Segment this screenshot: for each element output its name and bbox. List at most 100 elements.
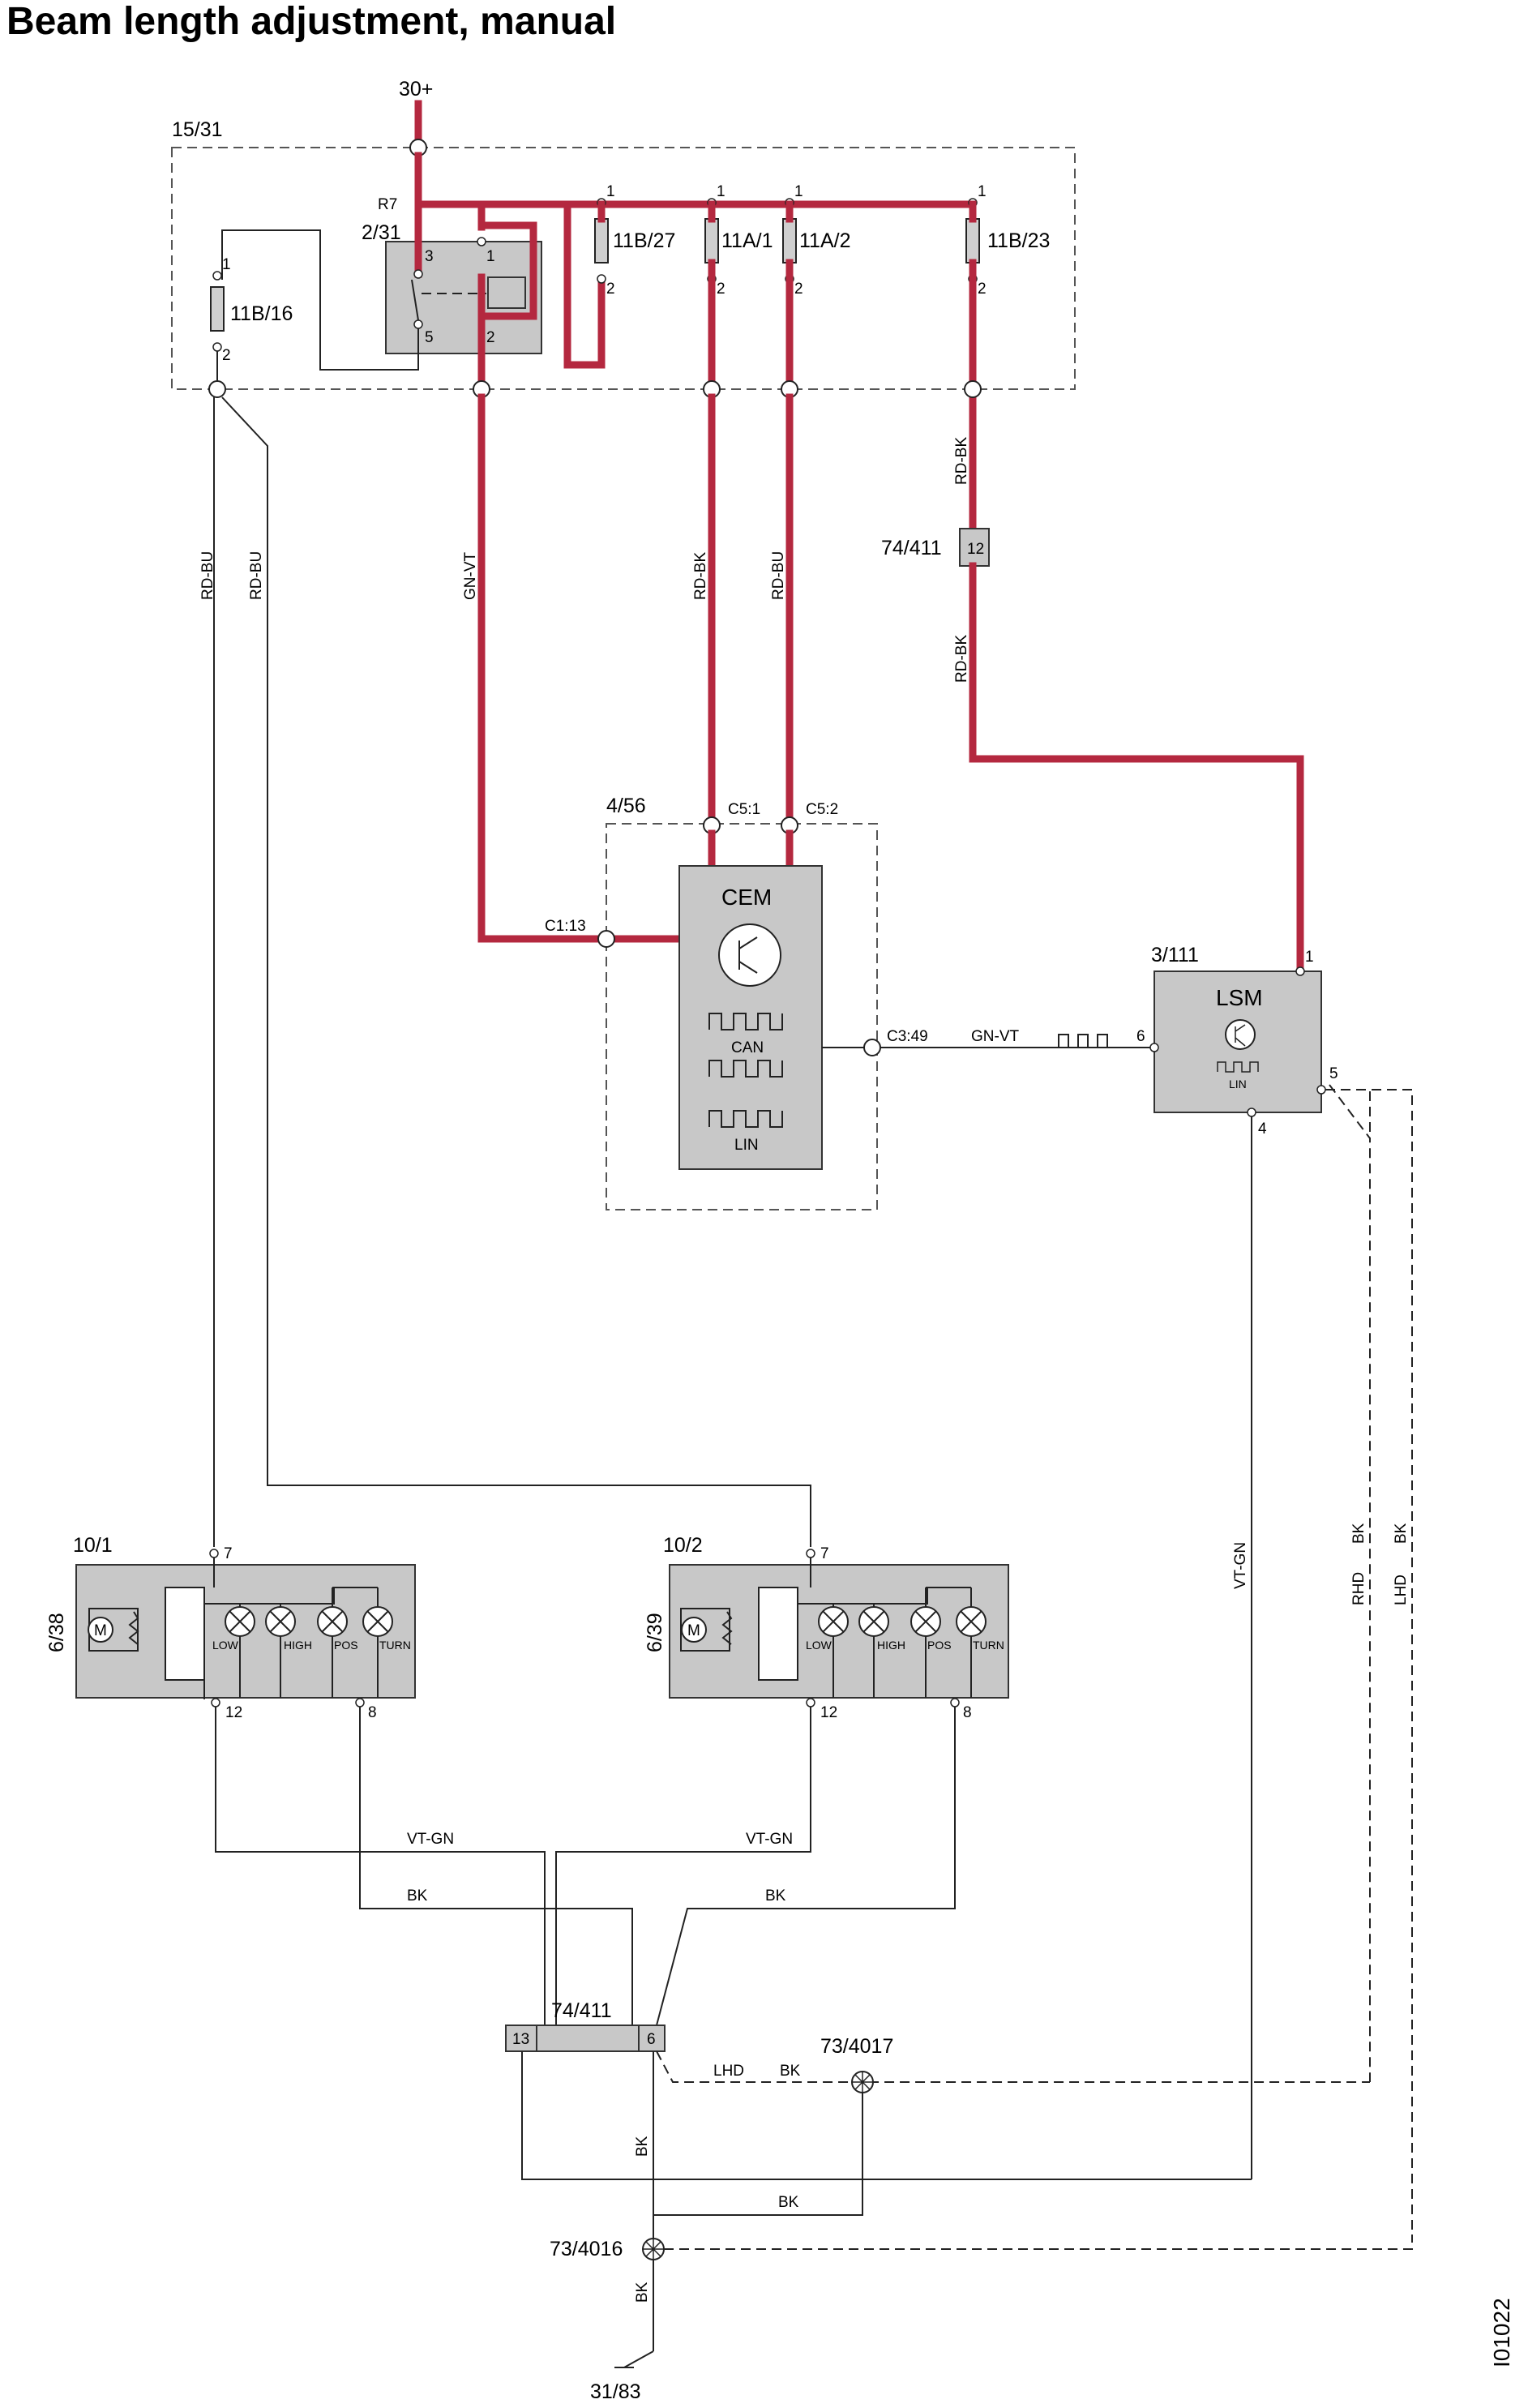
cem-lin-label: LIN: [734, 1137, 759, 1154]
relay-pin-1: [477, 237, 486, 246]
fuse-11a2-label: 11A/2: [799, 229, 850, 252]
wire-label-bk-splice: BK: [778, 2194, 799, 2211]
headlamp-left-pin-8-label: 8: [368, 1704, 377, 1721]
loop-11b27: [563, 200, 606, 369]
headlamp-right-bus: [798, 1587, 928, 1605]
headlamp-right-pin-7: [806, 1549, 815, 1558]
lamp-low-label: LOW: [212, 1639, 239, 1652]
cem-module: [678, 865, 823, 1170]
relay-pin-5-label: 5: [425, 329, 434, 346]
headlamp-left-pin-7-label: 7: [224, 1545, 233, 1562]
lsm-pin-5-label: 5: [1329, 1065, 1338, 1082]
cem-pin-c5-1-label: C5:1: [728, 801, 760, 818]
headlamp-left-module: [165, 1587, 205, 1681]
resistor-label: R7: [378, 196, 397, 213]
cem-pin-c5-2-label: C5:2: [806, 801, 838, 818]
lamp-cross: [960, 1610, 982, 1633]
headlamp-right-pin-8: [950, 1698, 960, 1707]
wire-label-bk-mid: BK: [765, 1887, 786, 1905]
lamp-cross: [366, 1610, 389, 1633]
fuse-11a2: [782, 218, 797, 264]
wire-label-rd-bk: RD-BK: [692, 552, 709, 600]
wire-vt-gn-right: [555, 1707, 811, 2025]
connector-12-label: 74/411: [881, 537, 942, 559]
fuse-11b27: [594, 218, 609, 264]
lamp-turn-label: TURN: [973, 1639, 1004, 1652]
lin-waveform-icon: [708, 1110, 783, 1128]
fuse-11b27-pin-2: [597, 274, 606, 284]
headlamp-right-pin-8-label: 8: [963, 1704, 972, 1721]
fuse-11a1: [704, 218, 719, 264]
relay-pin-2-label: 2: [486, 329, 495, 346]
lamp-pos-label: POS: [927, 1639, 952, 1652]
fuse-11b27-pin-1-label: 1: [606, 183, 615, 200]
relay-pin-3-label: 3: [425, 248, 434, 265]
relay-switch: [411, 279, 419, 321]
relay-coil-loop: [477, 221, 537, 320]
cem-pin-c1-13-label: C1:13: [545, 918, 586, 935]
fuse-11b23: [965, 218, 980, 264]
fuse-11a2-pin-1-label: 1: [794, 183, 803, 200]
lamp-cross: [822, 1610, 845, 1633]
headlamp-right-pin-7-label: 7: [820, 1545, 829, 1562]
fuse-11a1-pin-2-label: 2: [717, 281, 725, 298]
cem-name: CEM: [721, 885, 772, 910]
potentiometer-icon: [128, 1611, 139, 1645]
wire-bk-left: [359, 1707, 633, 2025]
relay-pin-5: [413, 319, 423, 329]
lsm-name: LSM: [1216, 985, 1263, 1010]
wire-label-bk-ground: BK: [634, 2282, 651, 2303]
wire-label-gn-vt-lin: GN-VT: [971, 1028, 1020, 1045]
fuse-11b23-label: 11B/23: [987, 229, 1050, 252]
can-waveform-icon: [708, 1013, 783, 1030]
fuse-11b16-pin-2-label: 2: [222, 347, 231, 364]
headlamp-left-pin-7: [209, 1549, 219, 1558]
lsm-pin-1-label: 1: [1305, 949, 1314, 966]
cem-box-label: 4/56: [606, 795, 646, 817]
headlamp-left-bus: [203, 1587, 335, 1699]
wire-label-rd-bu-2: RD-BU: [248, 551, 265, 600]
fuse-11b16-pin-1-label: 1: [222, 256, 231, 273]
wire-label-vt-gn-left: VT-GN: [407, 1831, 454, 1848]
wire-lhd-dashed: [656, 2050, 1370, 2083]
headlamp-left-pin-8: [355, 1698, 365, 1707]
headlamp-left-pin-12-label: 12: [225, 1704, 242, 1721]
connector-13-6-label: 74/411: [551, 1999, 612, 2022]
relay-label: 2/31: [362, 221, 401, 244]
fuse-11b16-pin-2: [212, 342, 222, 352]
cem-pin-c3-49-label: C3:49: [887, 1028, 928, 1045]
lsm-box-label: 3/111: [1151, 944, 1199, 966]
lsm-pin-4: [1247, 1108, 1256, 1117]
wire-label-rd-bk-top: RD-BK: [953, 437, 970, 485]
wire-splice-upper-bk: [653, 2093, 863, 2216]
relay-coil: [487, 276, 526, 309]
lamp-cross: [269, 1610, 292, 1633]
ground-label: 31/83: [590, 2380, 641, 2403]
fuse-box-outline: [171, 147, 1076, 390]
fuse-11a1-pin-1-label: 1: [717, 183, 725, 200]
wire-label-bk-left: BK: [407, 1887, 428, 1905]
cem-transistor-symbol: [738, 936, 758, 974]
lamp-cross: [914, 1610, 937, 1633]
fuse-11b16-pin-1: [212, 271, 222, 281]
wire-rhd-top: [1325, 1089, 1371, 1138]
lamp-high-label: HIGH: [284, 1639, 312, 1652]
relay-pin-1-label: 1: [486, 248, 495, 265]
lamp-cross: [229, 1610, 251, 1633]
lsm-transistor-icon: [1225, 1019, 1256, 1050]
wire-rd-bu-right: [221, 396, 811, 1547]
headlamp-left-lamps: [225, 1587, 393, 1698]
relay-pin-3: [413, 269, 423, 279]
headlamp-left-pin-12: [211, 1698, 220, 1707]
connector-pin-6: 6: [647, 2031, 656, 2048]
headlamp-left-motor: M: [94, 1622, 107, 1639]
connector-12-pin: 12: [967, 541, 984, 558]
headlamp-left-label: 10/1: [73, 1534, 113, 1557]
fuse-11b16-label: 11B/16: [230, 302, 293, 325]
lsm-pin-6: [1149, 1043, 1159, 1052]
wire-label-gn-vt: GN-VT: [462, 552, 479, 601]
wire-label-rd-bu-3: RD-BU: [770, 551, 787, 600]
splice-upper-label: 73/4017: [820, 2035, 893, 2058]
document-id: I01022: [1489, 2298, 1514, 2367]
lamp-turn-label: TURN: [379, 1639, 411, 1652]
